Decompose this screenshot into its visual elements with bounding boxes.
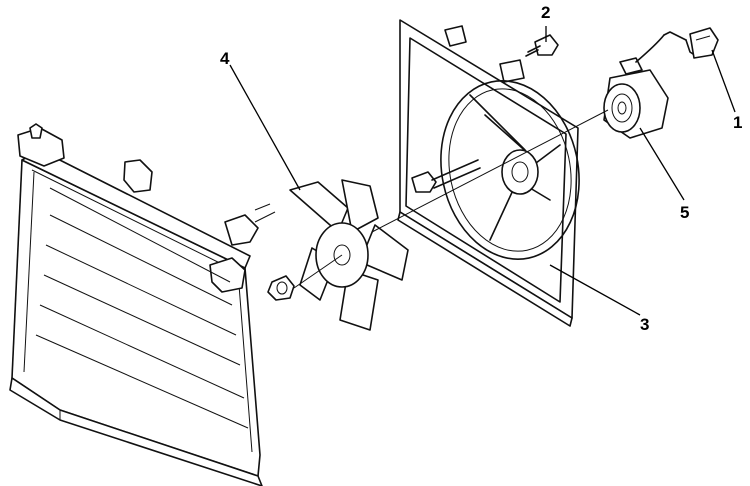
leader-4 xyxy=(229,64,301,191)
alignment-lines xyxy=(254,109,609,289)
callout-5: 5 xyxy=(680,203,689,222)
fan-blade xyxy=(267,179,409,331)
callout-labels: 1 2 3 4 5 xyxy=(220,3,742,334)
mounting-bolt xyxy=(525,34,559,57)
callout-4: 4 xyxy=(220,49,230,68)
leader-3 xyxy=(549,264,641,316)
leader-1 xyxy=(711,49,736,113)
fan-motor xyxy=(603,27,719,139)
callout-1: 1 xyxy=(733,113,742,132)
leader-5 xyxy=(639,127,685,201)
radiator xyxy=(9,123,263,486)
callout-leaders xyxy=(229,26,736,316)
callout-3: 3 xyxy=(640,315,649,334)
fan-shroud xyxy=(397,19,580,327)
shroud-bolt xyxy=(411,159,481,193)
callout-2: 2 xyxy=(541,3,550,22)
